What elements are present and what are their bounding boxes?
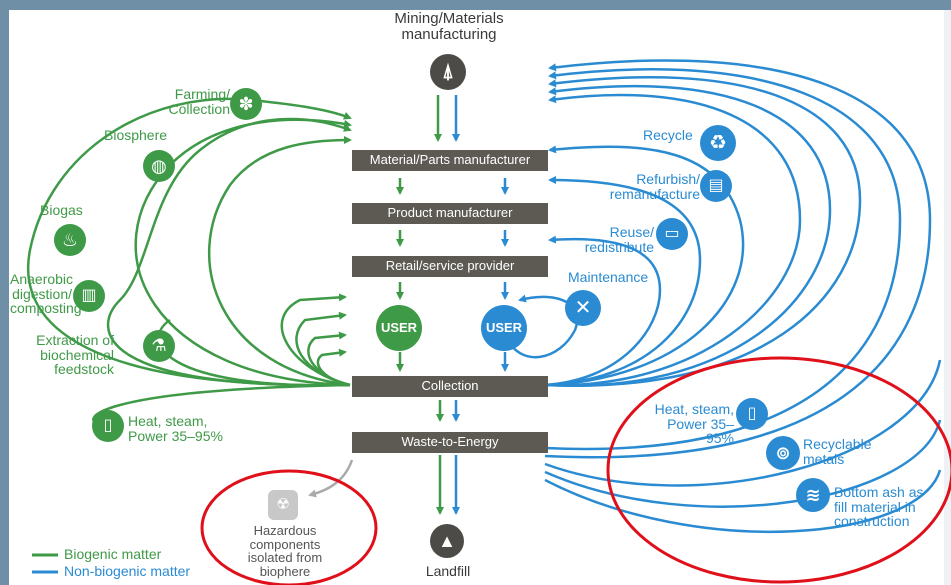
center-arrows — [308, 95, 509, 515]
refurbish-line2: remanufacture — [609, 185, 700, 202]
heat-right-line2: Power 35–95% — [667, 415, 734, 447]
globe-icon: ◍ — [143, 150, 175, 182]
reuse-line2: redistribute — [584, 238, 654, 255]
user-non-biogenic: USER — [481, 305, 527, 351]
hazard-label: Hazardous components isolated from bioph… — [225, 524, 345, 579]
extraction-line3: feedstock — [54, 361, 114, 378]
recyclable-line2: metals — [803, 450, 845, 467]
recyclable-line1: Recyclable — [803, 436, 872, 452]
mining-label-line1: Mining/Materials — [394, 10, 504, 27]
waste-to-energy-box: Waste-to-Energy — [352, 432, 548, 453]
extraction-line1: Extraction of — [36, 332, 114, 348]
reuse-label: Reuse/ redistribute — [560, 225, 654, 254]
ash-line2: fill material in — [834, 498, 916, 515]
recyclable-label: Recyclable metals — [803, 437, 871, 466]
recycle-icon: ♻ — [700, 125, 736, 161]
recycle-label: Recycle — [643, 127, 693, 143]
heat-left-label: Heat, steam, Power 35–95% — [128, 414, 223, 443]
landfill-label: Landfill — [425, 563, 471, 579]
battery-icon-left: ▯ — [92, 410, 124, 442]
hazard-line4: biophere — [259, 563, 311, 579]
farming-label: Farming/ Collection — [152, 87, 230, 116]
farming-line2: Collection — [168, 100, 230, 117]
anaerobic-line3: composting — [10, 300, 82, 317]
heat-left-line1: Heat, steam, — [128, 413, 208, 429]
hazard-line3: isolated from — [247, 550, 323, 566]
tools-icon: ✕ — [565, 290, 601, 326]
biosphere-label: Biosphere — [104, 127, 168, 143]
ash-icon: ≋ — [796, 478, 830, 512]
refurbish-line1: Refurbish/ — [636, 171, 700, 187]
battery-icon-right: ▯ — [736, 398, 768, 430]
metal-can-icon: ⊚ — [766, 436, 800, 470]
biogenic-loops — [26, 97, 352, 427]
hazard-line2: components — [249, 536, 321, 552]
heat-right-line1: Heat, steam, — [654, 401, 734, 417]
collection-box: Collection — [352, 376, 548, 397]
hazard-line1: Hazardous — [253, 523, 317, 538]
flame-icon: ♨ — [54, 224, 86, 256]
mountain-icon: ▲ — [430, 524, 464, 558]
devices-icon: ▭ — [656, 218, 688, 250]
farming-line1: Farming/ — [174, 86, 230, 102]
factory-icon: ▤ — [700, 170, 732, 202]
extraction-line2: biochemical — [40, 346, 114, 363]
ash-line3: construction — [834, 513, 910, 530]
biogas-label: Biogas — [40, 202, 83, 218]
ash-label: Bottom ash as fill material in construct… — [834, 485, 944, 529]
extraction-label: Extraction of biochemical feedstock — [14, 333, 114, 377]
anaerobic-line2: digestion/ — [12, 285, 72, 302]
window-top-bar — [0, 0, 951, 10]
refurbish-label: Refurbish/ remanufacture — [585, 172, 700, 201]
window-left-bar — [0, 10, 9, 585]
highlight-energy-recovery — [606, 356, 951, 584]
legend-non-biogenic: Non-biogenic matter — [64, 564, 191, 579]
product-manufacturer-box: Product manufacturer — [352, 203, 548, 224]
heat-left-line2: Power 35–95% — [128, 427, 223, 444]
wheat-icon: ✽ — [230, 88, 262, 120]
anaerobic-line1: Anaerobic — [10, 271, 74, 287]
user-biogenic: USER — [376, 305, 422, 351]
radioactive-icon: ☢ — [268, 490, 298, 520]
anaerobic-label: Anaerobic digestion/ composting — [10, 271, 82, 317]
highlight-hazard — [200, 469, 378, 585]
reuse-line1: Reuse/ — [609, 224, 654, 240]
non-biogenic-loops — [503, 59, 942, 534]
oil-derrick-icon: ⍋ — [430, 54, 466, 90]
mining-label: Mining/Materials manufacturing — [374, 11, 524, 43]
material-parts-box: Material/Parts manufacturer — [352, 150, 548, 171]
ash-line1: Bottom ash as — [834, 485, 924, 500]
heat-right-label: Heat, steam, Power 35–95% — [641, 402, 734, 446]
mining-label-line2: manufacturing — [401, 25, 497, 43]
legend-biogenic: Biogenic matter — [64, 546, 162, 562]
maintenance-label: Maintenance — [568, 269, 649, 285]
retail-box: Retail/service provider — [352, 256, 548, 277]
window-right-edge — [944, 10, 951, 585]
flask-icon: ⚗ — [143, 330, 175, 362]
compost-bin-icon: ▥ — [73, 280, 105, 312]
